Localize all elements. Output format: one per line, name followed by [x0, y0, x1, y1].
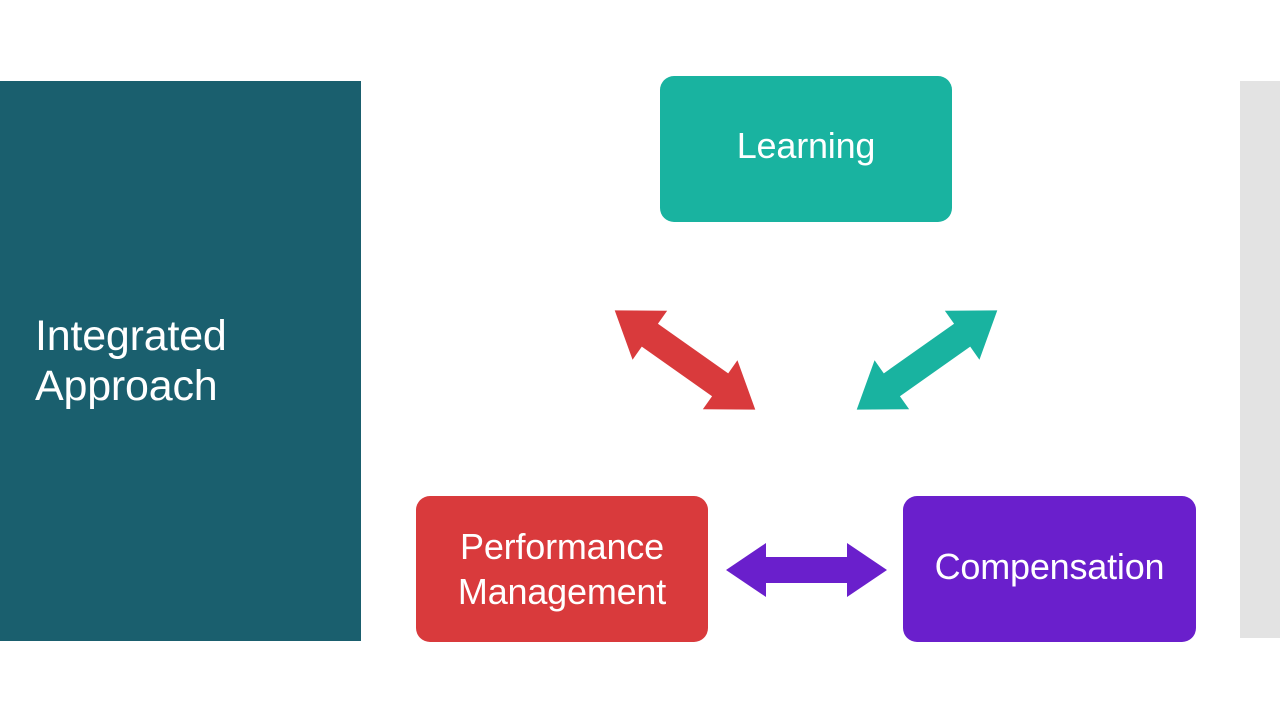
- title-line-1: Integrated: [35, 312, 227, 360]
- title-panel: Integrated Approach: [0, 81, 361, 641]
- node-performance-management-label-line2: Management: [457, 571, 667, 612]
- connector-performance-learning-icon: [614, 310, 756, 410]
- node-compensation[interactable]: Compensation: [903, 496, 1196, 642]
- node-compensation-label: Compensation: [934, 545, 1165, 587]
- node-learning[interactable]: Learning: [660, 76, 952, 222]
- node-learning-label: Learning: [736, 124, 876, 166]
- node-performance-management[interactable]: Performance Management: [416, 496, 708, 642]
- connector-learning-compensation-icon: [856, 310, 998, 410]
- node-performance-management-label: Performance Management: [458, 524, 666, 614]
- connector-performance-compensation-icon: [726, 543, 887, 597]
- right-gray-strip: [1240, 81, 1280, 638]
- title-line-2: Approach: [35, 362, 218, 410]
- node-performance-management-label-line1: Performance: [460, 526, 664, 567]
